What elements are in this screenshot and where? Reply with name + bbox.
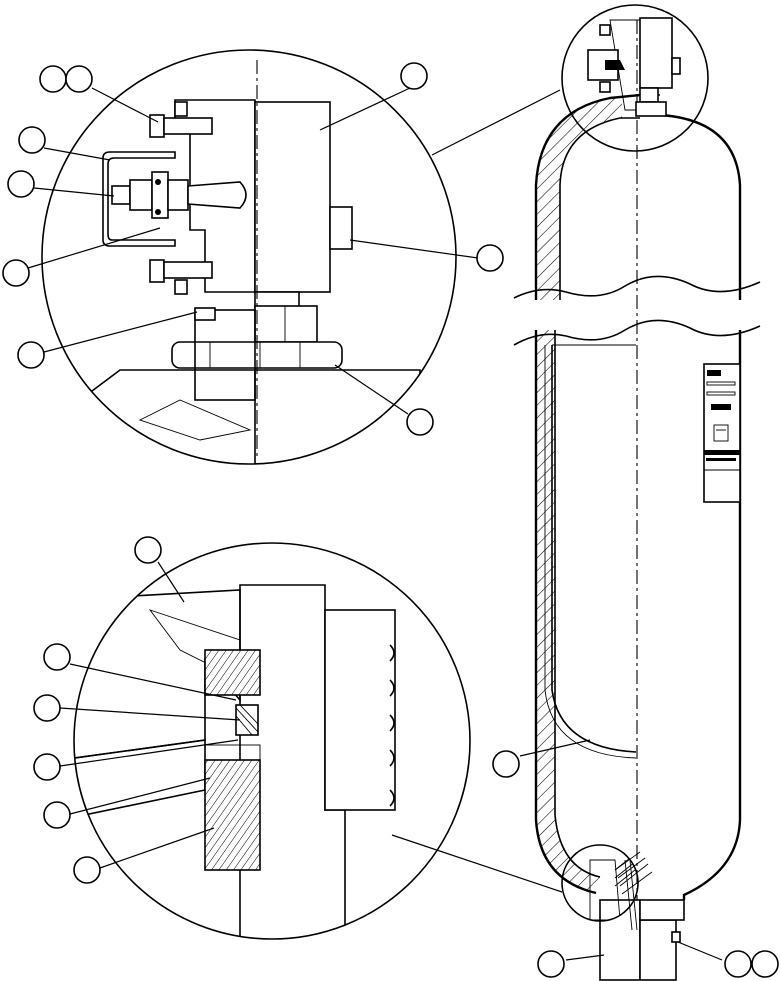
callout-balloon	[43, 643, 71, 671]
callout-balloon	[751, 950, 779, 978]
detail-connector-bottom	[391, 834, 563, 893]
callout-balloon	[18, 126, 46, 154]
callout-balloon	[406, 408, 434, 436]
nameplate	[703, 363, 741, 503]
callout-balloon	[476, 244, 504, 272]
detail-connector-top	[431, 89, 561, 156]
gas-valve-detail	[41, 49, 457, 465]
poppet-detail	[73, 542, 471, 940]
callout-balloon	[537, 950, 565, 978]
callout-balloon	[724, 950, 752, 978]
callout-balloon	[43, 801, 71, 829]
poppet-detail-circle	[561, 844, 653, 931]
callout-balloon	[33, 753, 61, 781]
callout-balloon	[492, 750, 520, 778]
callout-balloon	[7, 170, 35, 198]
callout-balloon	[400, 62, 428, 90]
gas-valve-detail-circle	[561, 4, 709, 152]
accumulator-shell	[513, 4, 761, 981]
callout-balloon	[17, 341, 45, 369]
callouts	[2, 62, 779, 978]
callout-balloon	[39, 65, 67, 93]
fluid-port	[599, 899, 685, 981]
callout-leaders	[27, 87, 723, 961]
callout-balloon	[2, 259, 30, 287]
callout-balloon	[134, 536, 162, 564]
callout-balloon	[73, 856, 101, 884]
callout-balloon	[65, 65, 93, 93]
callout-balloon	[33, 694, 61, 722]
